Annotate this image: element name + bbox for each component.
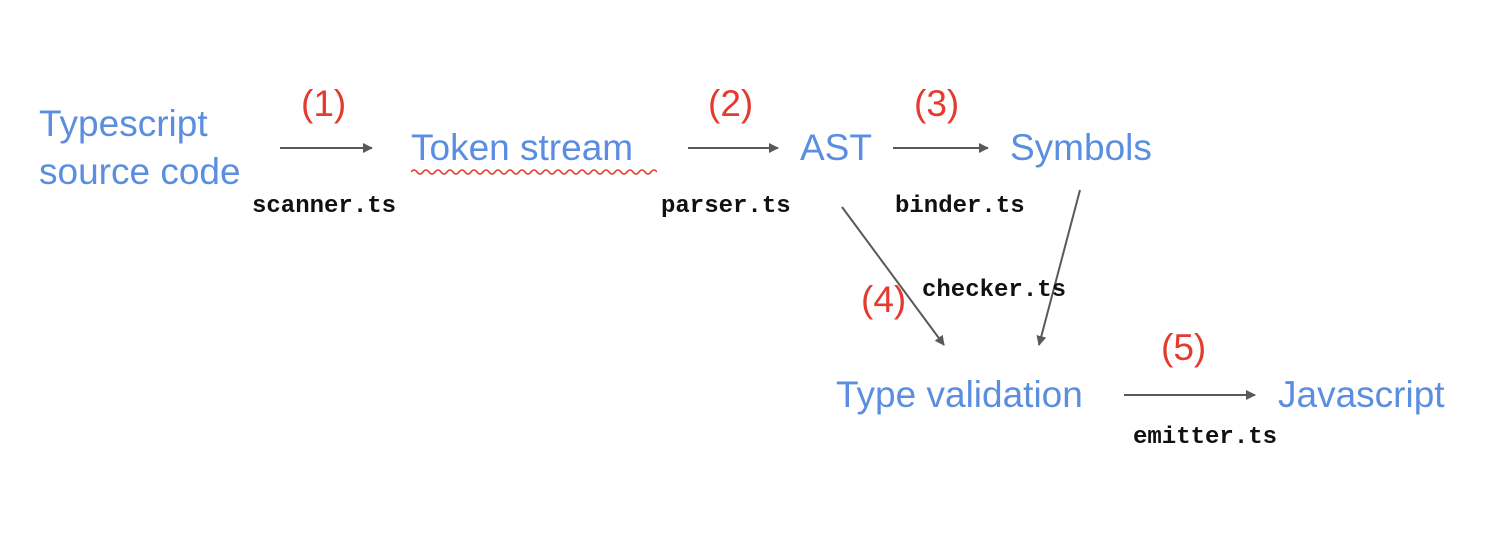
- step-3-label: (3): [914, 83, 960, 124]
- arrow-symbols-to-type-validation: [1036, 189, 1081, 346]
- step-2-label: (2): [708, 83, 754, 124]
- node-typescript-source-line2: source code: [39, 151, 241, 192]
- file-binder: binder.ts: [895, 193, 1025, 220]
- node-token-stream: Token stream: [411, 127, 634, 168]
- step-4-label: (4): [861, 279, 907, 320]
- step-1-label: (1): [301, 83, 347, 124]
- node-javascript: Javascript: [1278, 374, 1445, 415]
- file-parser: parser.ts: [661, 193, 791, 220]
- spellcheck-underline: [411, 169, 657, 175]
- node-type-validation: Type validation: [836, 374, 1083, 415]
- file-checker: checker.ts: [922, 277, 1067, 304]
- node-ast: AST: [800, 127, 872, 168]
- arrow-ast-to-type-validation: [841, 206, 945, 346]
- step-5-label: (5): [1161, 327, 1207, 368]
- node-typescript-source: Typescript source code: [39, 100, 241, 196]
- file-emitter: emitter.ts: [1133, 424, 1278, 451]
- node-symbols: Symbols: [1010, 127, 1152, 168]
- node-typescript-source-line1: Typescript: [39, 103, 208, 144]
- file-scanner: scanner.ts: [252, 193, 397, 220]
